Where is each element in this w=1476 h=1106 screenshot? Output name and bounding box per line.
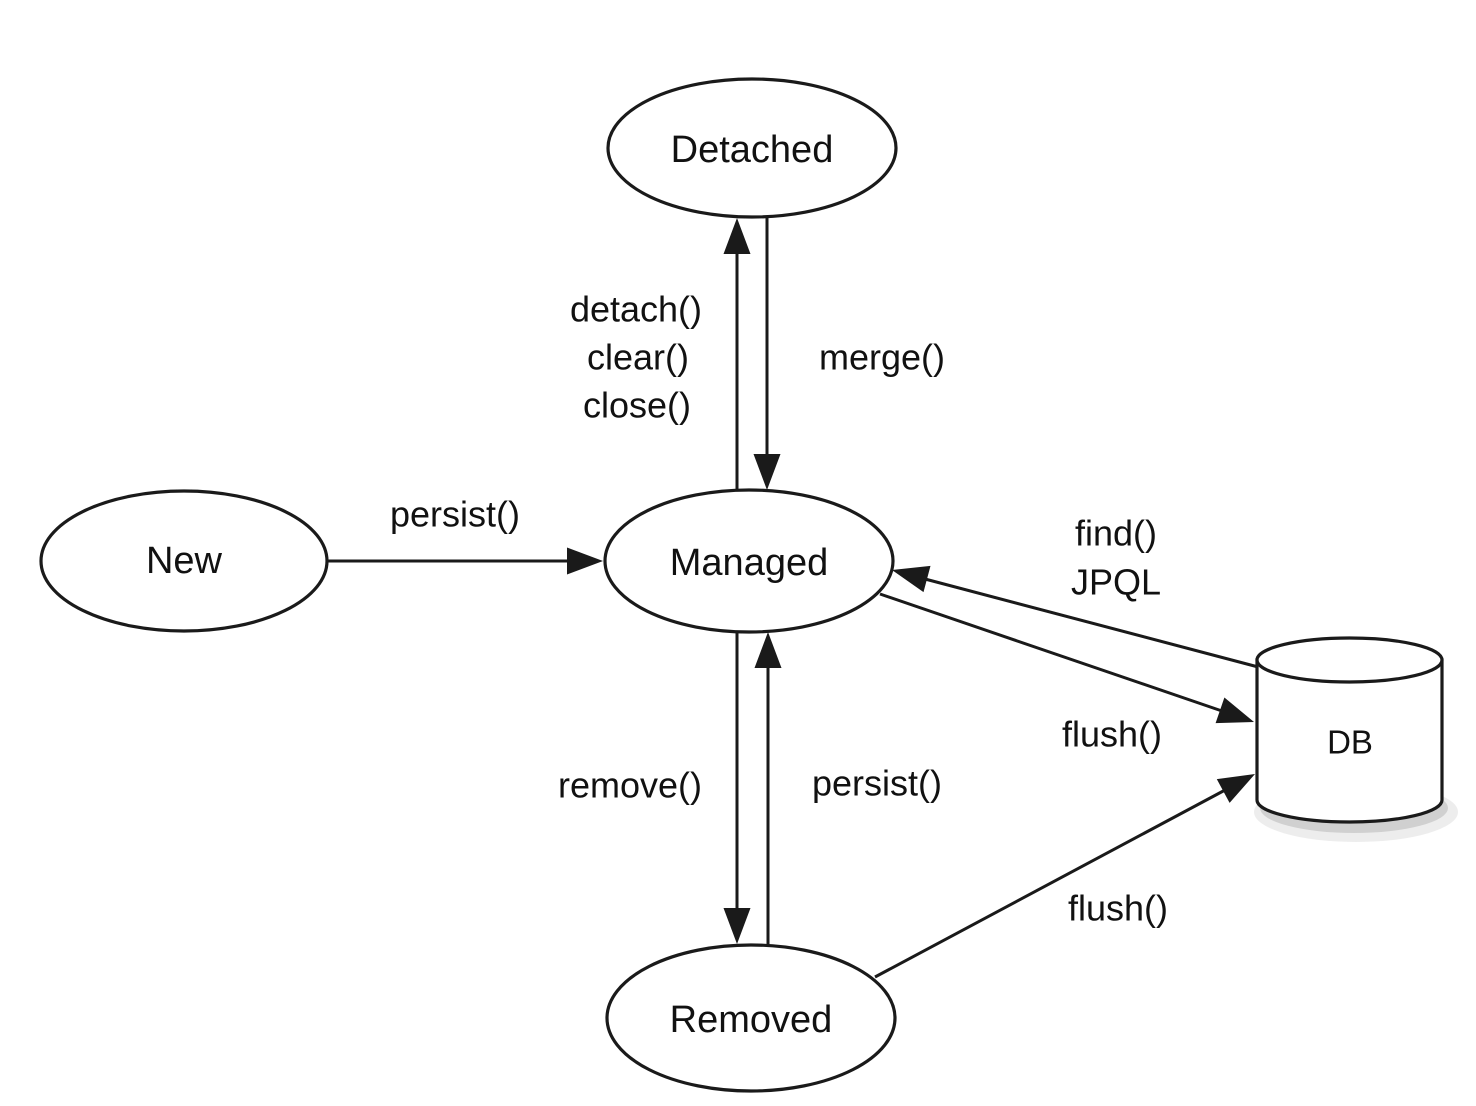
edge-flush-managed-to-db bbox=[879, 592, 1223, 713]
node-new-ellipse bbox=[39, 489, 329, 633]
edge-label-close: close() bbox=[583, 385, 691, 426]
edge-label-flush-managed: flush() bbox=[1062, 714, 1162, 755]
edge-flush-removed-to-db bbox=[874, 787, 1228, 979]
edge-find-db-to-managed bbox=[924, 577, 1263, 670]
arrowhead-into-removed bbox=[723, 908, 751, 944]
edge-label-persist-new: persist() bbox=[390, 494, 520, 535]
arrowhead-into-managed-right bbox=[892, 565, 931, 593]
edge-label-flush-removed: flush() bbox=[1068, 888, 1168, 929]
node-removed-label: Removed bbox=[670, 999, 833, 1041]
arrowhead-into-managed-left bbox=[567, 547, 603, 575]
edge-label-detach: detach() bbox=[570, 289, 702, 330]
edge-label-find: find() bbox=[1075, 513, 1157, 554]
arrowhead-into-db-upper bbox=[1215, 697, 1254, 724]
edge-label-jpql: JPQL bbox=[1071, 562, 1161, 603]
node-new-label: New bbox=[146, 540, 223, 582]
edge-label-persist-removed: persist() bbox=[812, 763, 942, 804]
arrowhead-into-managed-bottom bbox=[754, 632, 782, 668]
node-detached-ellipse bbox=[606, 77, 898, 219]
arrowhead-into-detached bbox=[723, 218, 751, 254]
node-db-label: DB bbox=[1327, 724, 1373, 761]
arrowhead-into-db-lower bbox=[1216, 774, 1255, 803]
edge-label-merge: merge() bbox=[819, 337, 945, 378]
db-cylinder-body bbox=[1255, 658, 1444, 824]
node-db-cylinder bbox=[1254, 636, 1458, 842]
node-managed-ellipse bbox=[603, 488, 895, 634]
node-removed-ellipse bbox=[605, 943, 897, 1093]
arrowhead-into-managed-top bbox=[753, 454, 781, 490]
node-managed-label: Managed bbox=[670, 542, 828, 584]
edge-label-clear: clear() bbox=[587, 337, 689, 378]
edge-label-remove: remove() bbox=[558, 765, 702, 806]
db-cylinder-top bbox=[1255, 636, 1444, 684]
node-detached-label: Detached bbox=[671, 129, 834, 171]
